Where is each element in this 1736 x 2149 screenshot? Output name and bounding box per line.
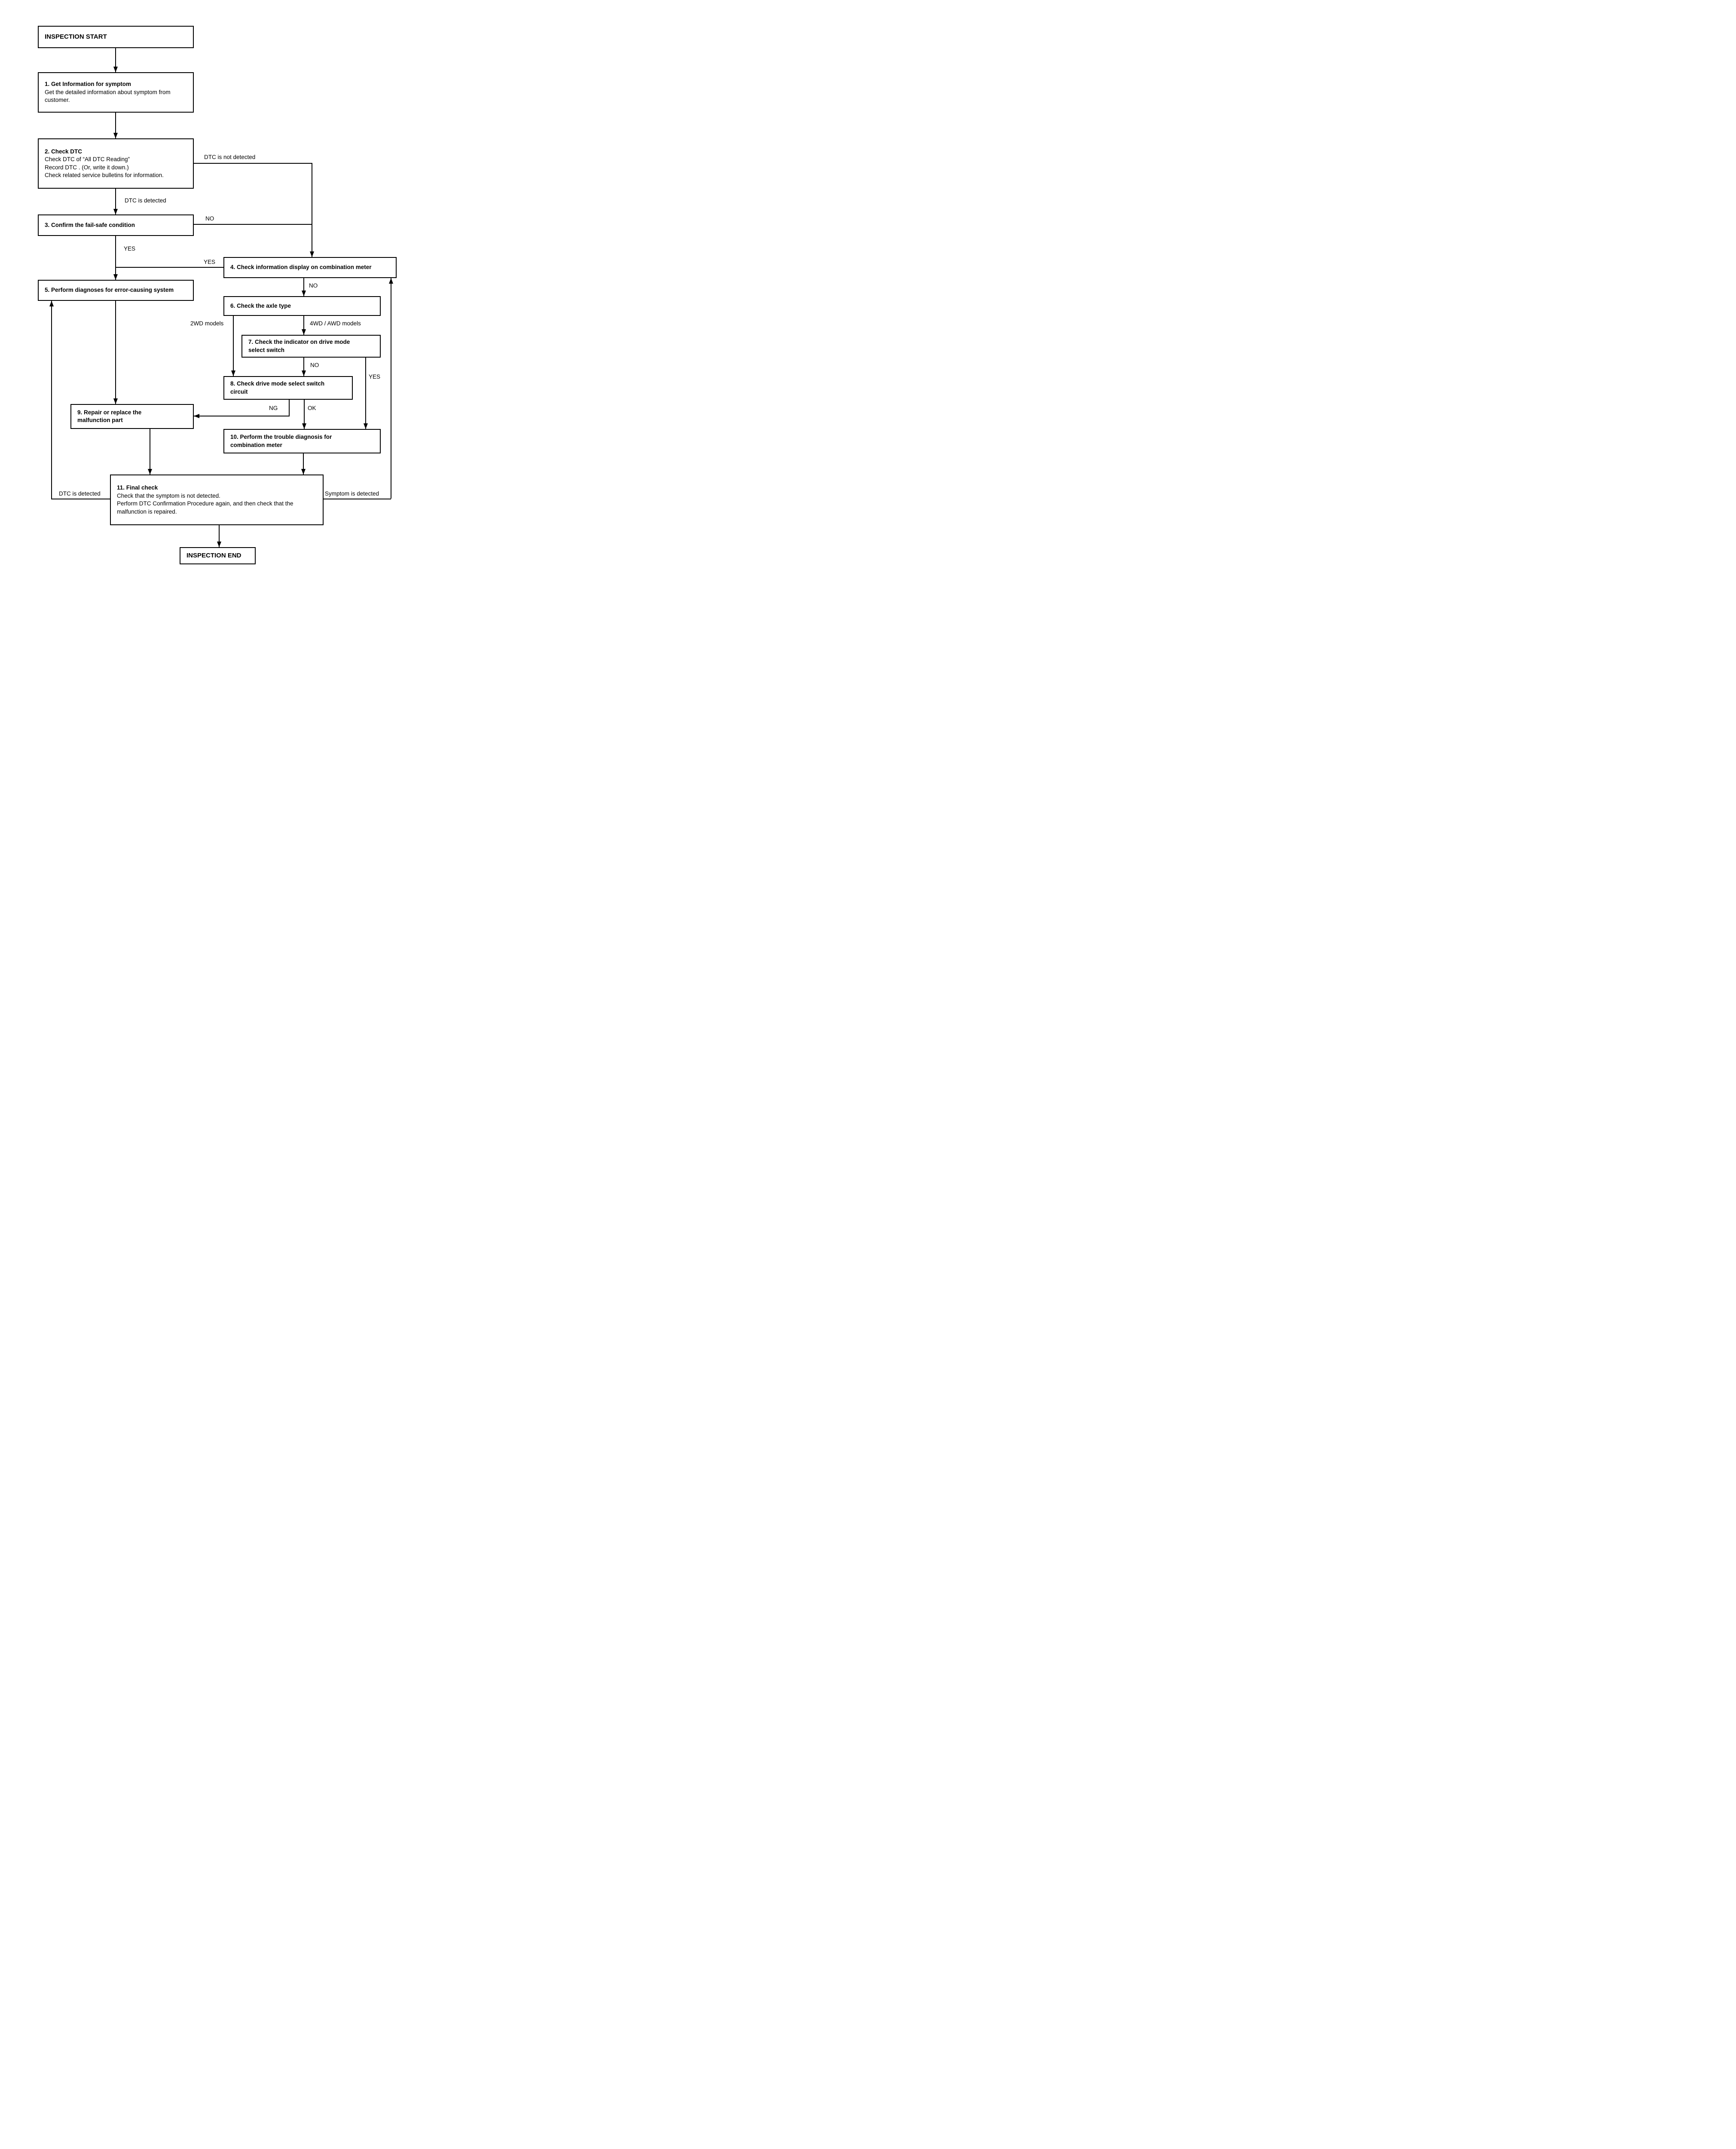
node-step-9: 9. Repair or replace the malfunction par… [70, 404, 194, 429]
node-step-8: 8. Check drive mode select switch circui… [223, 376, 353, 400]
arrowhead-down-icon [302, 370, 306, 376]
edge-label-yes-step4: YES [204, 259, 216, 265]
edge-label-dtc-detected-return: DTC is detected [59, 490, 101, 497]
arrowhead-up-icon [389, 278, 393, 284]
connector-step7-step10 [365, 358, 366, 429]
node-step-5: 5. Perform diagnoses for error-causing s… [38, 280, 194, 301]
node-body-line: Check that the symptom is not detected. [117, 492, 220, 499]
node-step-1: 1. Get Information for symptom Get the d… [38, 72, 194, 113]
node-inspection-end: INSPECTION END [180, 547, 256, 564]
arrowhead-down-icon [148, 469, 152, 474]
edge-label-dtc-not-detected: DTC is not detected [204, 154, 256, 160]
connector-step3-step5 [115, 236, 116, 280]
arrowhead-down-icon [113, 133, 118, 138]
node-inspection-start: INSPECTION START [38, 26, 194, 48]
connector-step2-step3 [115, 189, 116, 214]
connector-step8-step10 [304, 400, 305, 429]
connector-step11-end [219, 525, 220, 547]
edge-label-yes-step3: YES [124, 245, 136, 252]
node-step-11: 11. Final check Check that the symptom i… [110, 474, 324, 525]
edge-label-dtc-detected: DTC is detected [125, 197, 166, 204]
arrowhead-down-icon [310, 251, 314, 257]
node-title: INSPECTION START [45, 33, 107, 40]
edge-label-no-step7: NO [310, 362, 319, 368]
edge-label-symptom-detected: Symptom is detected [325, 490, 379, 497]
edge-label-2wd-models: 2WD models [190, 320, 224, 327]
arrowhead-down-icon [113, 67, 118, 72]
connector-step2-step4-horizontal [194, 163, 312, 164]
arrowhead-down-icon [217, 542, 221, 547]
node-title: 3. Confirm the fail-safe condition [45, 221, 135, 228]
node-title: 6. Check the axle type [230, 302, 291, 309]
node-step-4: 4. Check information display on combinat… [223, 257, 397, 278]
node-title: 8. Check drive mode select switch circui… [230, 380, 325, 395]
node-title: 4. Check information display on combinat… [230, 264, 372, 271]
arrowhead-down-icon [301, 469, 306, 474]
node-title: 1. Get Information for symptom [45, 81, 131, 88]
arrowhead-down-icon [113, 209, 118, 214]
connector-step6-step8 [233, 316, 234, 376]
connector-step3-step4 [194, 224, 312, 225]
arrowhead-down-icon [231, 370, 235, 376]
node-body-line: Perform DTC Confirmation Procedure again… [117, 500, 293, 515]
arrowhead-down-icon [302, 329, 306, 335]
connector-step5-step9 [115, 301, 116, 404]
arrowhead-down-icon [113, 398, 118, 404]
edge-label-no-step3: NO [205, 215, 214, 222]
connector-step4-step5 [115, 267, 223, 268]
arrowhead-down-icon [364, 423, 368, 429]
connector-step10-step11 [303, 453, 304, 474]
connector-step1-step2 [115, 113, 116, 138]
arrowhead-down-icon [302, 291, 306, 296]
connector-start-step1 [115, 48, 116, 72]
node-title: 5. Perform diagnoses for error-causing s… [45, 287, 174, 294]
node-step-6: 6. Check the axle type [223, 296, 381, 316]
node-title: 7. Check the indicator on drive mode sel… [248, 339, 350, 353]
node-title: INSPECTION END [186, 551, 241, 559]
node-title: 11. Final check [117, 484, 158, 491]
edge-label-yes-step7: YES [369, 373, 381, 380]
connector-step6-step7 [303, 316, 304, 335]
node-body-line: Record DTC . (Or, write it down.) [45, 164, 129, 171]
arrowhead-up-icon [49, 301, 54, 306]
connector-step4-step6 [303, 278, 304, 296]
connector-step11-step5-vertical [51, 301, 52, 499]
node-body-line: Get the detailed information about sympt… [45, 89, 171, 104]
arrowhead-left-icon [194, 414, 199, 418]
node-step-2: 2. Check DTC Check DTC of “All DTC Readi… [38, 138, 194, 189]
node-body-line: Check related service bulletins for info… [45, 172, 164, 178]
arrowhead-down-icon [302, 423, 306, 429]
connector-step8-step9-vertical [289, 400, 290, 416]
flowchart-canvas: INSPECTION START 1. Get Information for … [0, 0, 434, 588]
node-title: 9. Repair or replace the malfunction par… [77, 409, 142, 424]
connector-step7-step8 [303, 358, 304, 376]
edge-label-ng: NG [269, 405, 278, 411]
node-step-7: 7. Check the indicator on drive mode sel… [241, 335, 381, 358]
arrowhead-down-icon [113, 274, 118, 280]
edge-label-no-step4: NO [309, 282, 318, 289]
node-title: 2. Check DTC [45, 148, 83, 155]
node-body-line: Check DTC of “All DTC Reading” [45, 156, 130, 162]
node-step-3: 3. Confirm the fail-safe condition [38, 214, 194, 236]
node-title: 10. Perform the trouble diagnosis for co… [230, 434, 332, 448]
edge-label-4wd-awd-models: 4WD / AWD models [310, 320, 361, 327]
node-step-10: 10. Perform the trouble diagnosis for co… [223, 429, 381, 453]
edge-label-ok: OK [308, 405, 316, 411]
